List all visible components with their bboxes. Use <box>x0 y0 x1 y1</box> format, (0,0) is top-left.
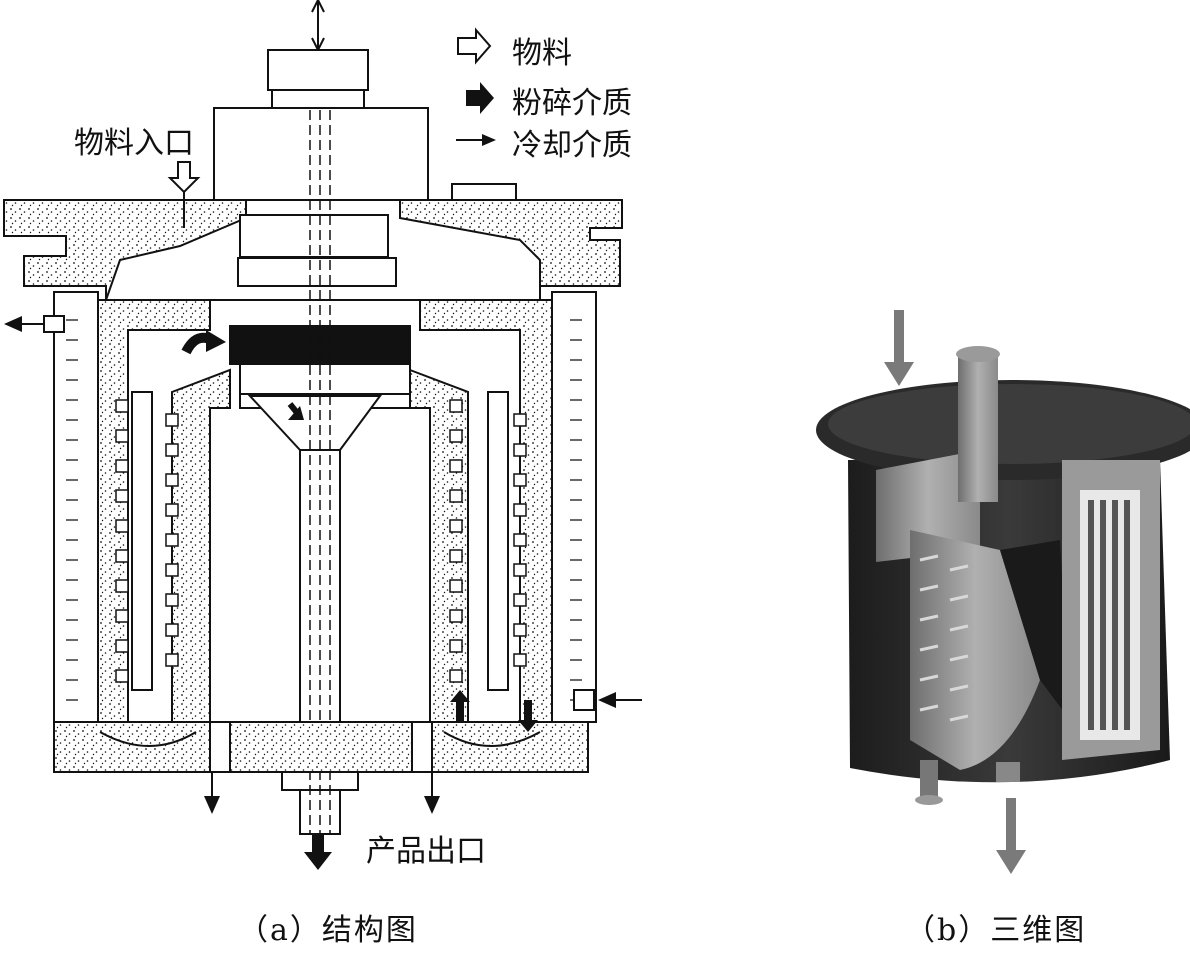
threed-rotor <box>910 530 1040 770</box>
stator-column-right <box>487 391 509 691</box>
legend-material-label: 物料 <box>512 36 572 71</box>
structure-diagram <box>3 0 642 870</box>
threed-shaft <box>958 352 998 502</box>
stator-column-left <box>131 391 153 691</box>
base-plate <box>53 721 589 773</box>
product-outlet-arrow <box>304 834 332 870</box>
threed-outlet-arrow <box>996 798 1026 874</box>
material-inlet-arrow <box>167 161 201 194</box>
top-lid <box>3 199 623 301</box>
drive-housing <box>213 107 429 201</box>
cooling-jacket-left <box>53 291 99 723</box>
product-outlet-label: 产品出口 <box>366 834 486 869</box>
drive-coupling <box>267 49 369 91</box>
caption-structure: （a）结构图 <box>238 913 418 948</box>
threed-cutaway-render <box>816 310 1190 874</box>
threed-lid-section <box>876 450 980 562</box>
cooling-jacket-right <box>551 291 597 723</box>
downflow-arrow <box>518 700 538 732</box>
legend-material-icon <box>457 27 492 65</box>
caption-threed: （b）三维图 <box>905 913 1087 948</box>
material-inlet-label: 物料入口 <box>74 126 194 161</box>
grinding-wall-right <box>409 368 469 723</box>
legend-grinding-icon <box>466 82 494 114</box>
legend-grinding-label: 粉碎介质 <box>512 86 632 121</box>
legend-cooling-label: 冷却介质 <box>512 128 632 163</box>
threed-inlet-arrow <box>884 310 914 386</box>
grinding-wall-left <box>171 368 231 723</box>
upflow-arrow <box>450 690 470 722</box>
product-cone <box>247 395 382 451</box>
